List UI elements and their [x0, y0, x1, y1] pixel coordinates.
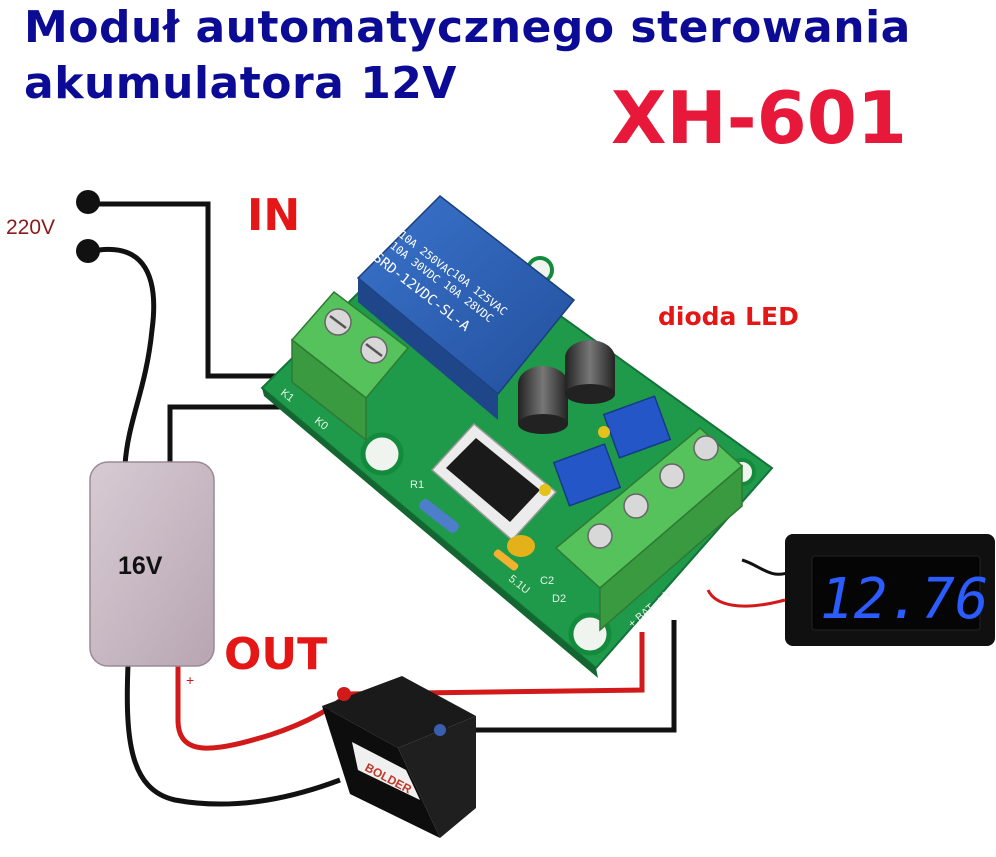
battery-terminal-negative — [434, 724, 446, 736]
battery-side — [398, 716, 476, 838]
battery-label — [352, 742, 420, 800]
relay: 10A 250VAC 10A 30VDC SRD-12VDC-SL-A 10A … — [356, 195, 576, 420]
trimmer-potentiometers — [539, 395, 672, 507]
out-label: OUT — [224, 629, 328, 680]
ic-chip — [430, 422, 558, 542]
voltmeter-lead-black — [741, 558, 791, 576]
bat-positive-wire — [344, 632, 645, 697]
mains-terminal-dot-1 — [76, 190, 100, 214]
mains-wire-bottom — [87, 246, 157, 466]
terminal-block-in — [290, 290, 410, 442]
pcb-module: 10A 250VAC 10A 30VDC SRD-12VDC-SL-A 10A … — [260, 195, 774, 678]
ic-body — [446, 438, 540, 522]
power-supply-16v — [89, 461, 215, 667]
zener-diode — [493, 549, 519, 571]
mounting-hole — [360, 432, 404, 476]
title-line-1: Moduł automatycznego sterowania — [24, 2, 911, 53]
terminal-block-out — [554, 427, 744, 632]
title-line-2: akumulatora 12V — [24, 58, 457, 109]
ceramic-capacitor — [507, 535, 535, 557]
mains-voltage-label: 220V — [6, 216, 56, 239]
screw-icon — [587, 523, 613, 549]
relay-side — [358, 278, 498, 420]
resistor — [419, 499, 459, 533]
silkscreen-c2: C2 — [540, 575, 554, 587]
trimmer — [552, 443, 622, 507]
capacitors — [518, 340, 615, 434]
psu-negative-wire — [124, 664, 341, 807]
positive-mark: + — [186, 672, 195, 688]
pcb-board-edge — [262, 388, 598, 678]
battery: BOLDER — [322, 676, 476, 838]
silkscreen-d2: D2 — [552, 593, 566, 605]
battery-terminal-positive — [337, 687, 351, 701]
trimmer — [602, 395, 672, 459]
silkscreen-r1: R1 — [410, 479, 424, 491]
screw-icon — [623, 493, 649, 519]
mains-wire-top — [88, 201, 300, 379]
psu-voltage-label: 16V — [118, 552, 163, 580]
screw-icon — [693, 435, 719, 461]
in-label: IN — [247, 190, 301, 241]
voltmeter-reading: 12.76 — [820, 567, 989, 632]
screw-icon — [659, 463, 685, 489]
model-name: XH-601 — [611, 76, 907, 160]
voltmeter: 12.76 — [785, 534, 995, 646]
diode-led-label: dioda LED — [658, 302, 799, 331]
terminal-in-side — [291, 338, 367, 442]
mains-terminal-dot-2 — [76, 239, 100, 263]
terminal-out-side — [599, 464, 743, 632]
voltmeter-face — [811, 555, 981, 631]
bat-negative-wire — [440, 620, 677, 733]
voltmeter-lead-red — [706, 589, 786, 608]
